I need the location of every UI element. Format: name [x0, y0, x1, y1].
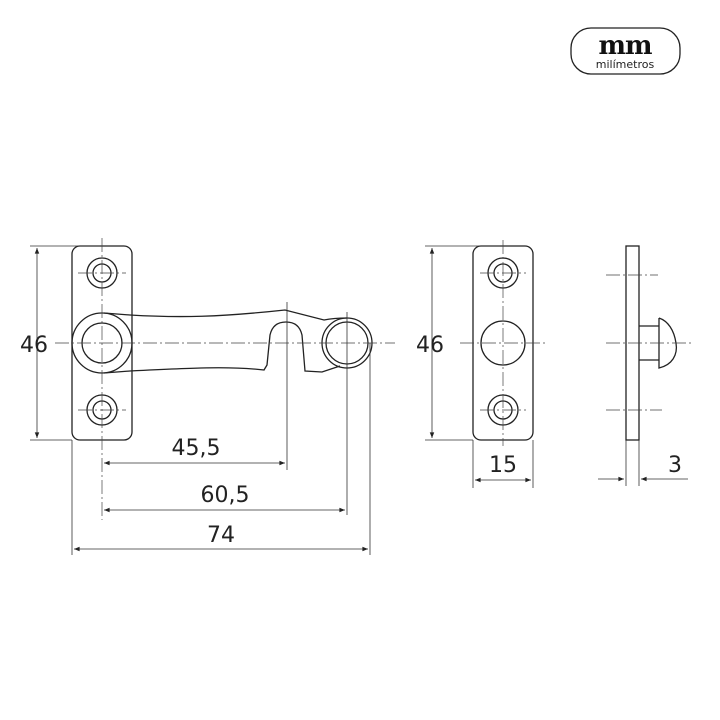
- plate-width-label: 15: [489, 453, 517, 478]
- logo: mm milímetros: [570, 27, 681, 75]
- plate-view: 46 15: [416, 240, 545, 488]
- side-view: 3: [598, 245, 692, 486]
- total-length-label: 74: [207, 523, 235, 548]
- notch-distance-label: 45,5: [172, 436, 221, 461]
- front-view: 46 45,5 60,5 74: [20, 238, 395, 555]
- front-height-label: 46: [20, 333, 48, 358]
- logo-mark: mm: [598, 31, 652, 61]
- ring-distance-label: 60,5: [201, 483, 250, 508]
- logo-caption: milímetros: [596, 58, 655, 71]
- plate-height-label: 46: [416, 333, 444, 358]
- side-thickness-label: 3: [668, 453, 682, 478]
